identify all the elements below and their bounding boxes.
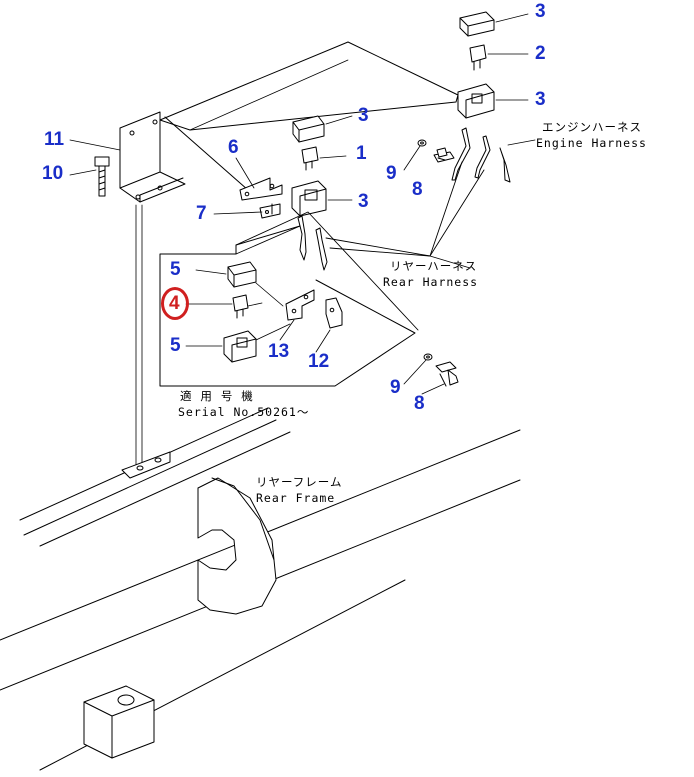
callout-part-10: 10 [42, 163, 64, 184]
bolt-part-8-lower [435, 361, 459, 387]
bracket-part-13 [285, 289, 315, 321]
callout-part-5: 5 [170, 335, 181, 356]
mounting-plate-edge [189, 59, 349, 131]
callout-part-8: 8 [414, 393, 425, 414]
callout-part-3: 3 [358, 191, 369, 212]
callout-part-3: 3 [535, 89, 546, 110]
rear-frame-label-jp: リヤーフレーム [256, 475, 343, 489]
callout-part-8: 8 [412, 179, 423, 200]
serial-number-box [159, 225, 416, 387]
callout-part-5: 5 [170, 259, 181, 280]
callout-part-13: 13 [268, 341, 290, 362]
washer-part-9-lower [423, 353, 433, 361]
bracket-part-12 [325, 297, 343, 329]
callout-part-9: 9 [386, 163, 397, 184]
callout-part-7: 7 [196, 203, 207, 224]
callout-part-1: 1 [356, 143, 367, 164]
bracket-part-6 [239, 177, 283, 201]
relay-part-1 [301, 146, 319, 171]
callout-part-11: 11 [44, 129, 65, 150]
relay-cover-part-3-mid [292, 115, 325, 143]
highlight-ring-part-4 [161, 287, 189, 320]
relay-cover-part-5 [227, 261, 257, 288]
relay-socket-part-5 [223, 330, 257, 363]
relay-part-2 [469, 44, 487, 71]
callout-leader-lines [69, 13, 529, 395]
engine-harness-label-jp: エンジンハーネス [542, 120, 642, 134]
bolt-part-10 [94, 156, 110, 197]
rear-frame-label-en: Rear Frame [256, 491, 336, 505]
bracket-part-11 [119, 111, 249, 466]
callout-part-6: 6 [228, 137, 239, 158]
callout-part-9: 9 [390, 377, 401, 398]
engine-harness-label-en: Engine Harness [536, 136, 647, 150]
washer-part-9-upper [417, 139, 427, 147]
serial-label-jp: 適 用 号 機 [180, 389, 254, 403]
harness-leader-lines [325, 161, 485, 269]
clip-part-7 [259, 203, 281, 219]
relay-cover-part-3-top [459, 11, 495, 37]
relay-socket-part-3-upper [457, 83, 495, 119]
relay-part-4 [232, 294, 249, 319]
rear-harness-label-en: Rear Harness [383, 275, 479, 289]
rear-harness-connectors [297, 215, 328, 271]
engine-harness-connectors [451, 127, 536, 183]
bolt-part-8-upper [433, 147, 455, 163]
callout-part-12: 12 [308, 351, 330, 372]
callout-part-3: 3 [535, 1, 546, 22]
box-edge-lines [235, 211, 419, 331]
serial-label-en: Serial No.50261～ [178, 405, 310, 419]
relay-leaders-lower [247, 282, 291, 341]
callout-part-2: 2 [535, 43, 546, 64]
callout-part-4: 4 [169, 293, 180, 314]
mounting-plate-outline [159, 41, 459, 131]
rear-harness-label-jp: リヤーハーネス [390, 259, 478, 273]
rear-frame [0, 407, 521, 771]
relay-socket-part-3-lower [291, 180, 327, 217]
callout-part-3: 3 [358, 105, 369, 126]
